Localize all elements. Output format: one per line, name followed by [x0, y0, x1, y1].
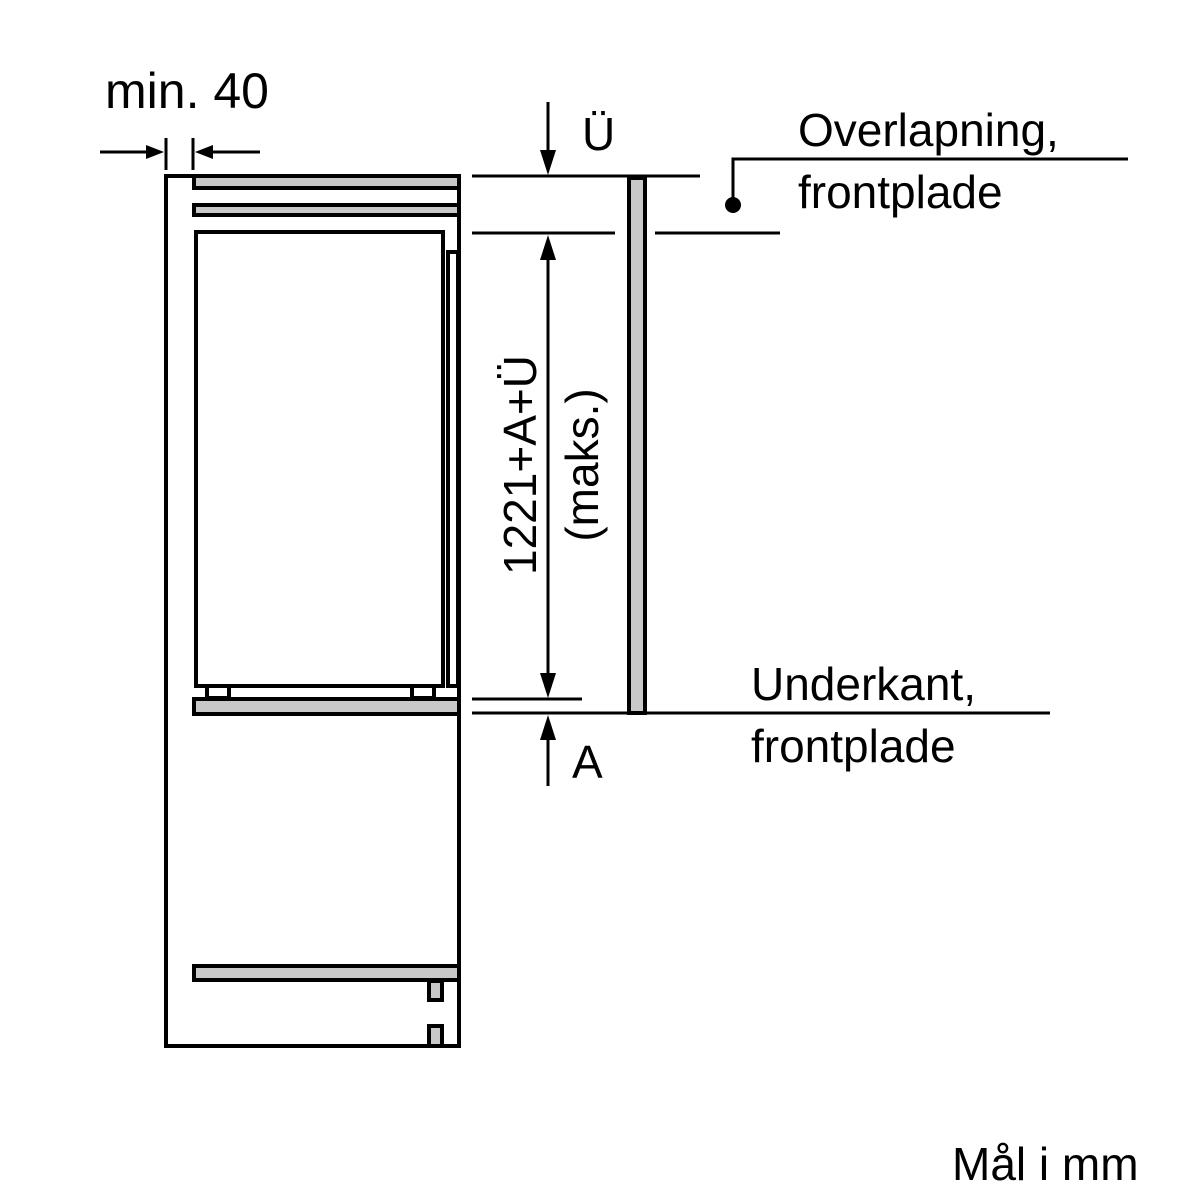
overlap-dimension: [472, 102, 780, 235]
height-qualifier-group: (maks.): [556, 388, 608, 541]
overlap-leader: [725, 157, 1128, 213]
bottom-edge-title: Underkant,: [751, 658, 976, 710]
leader-dot-icon: [725, 197, 741, 213]
front-panel: [627, 176, 647, 715]
units-note: Mål i mm: [952, 1138, 1139, 1190]
appliance-door-edge: [446, 250, 460, 688]
lower-shelf: [192, 964, 461, 982]
hinge-block-2: [427, 1024, 444, 1048]
arrow-down-icon: [540, 673, 556, 698]
arrow-right-icon: [146, 145, 164, 159]
overlap-symbol: Ü: [582, 108, 615, 160]
overlap-title: Overlapning,: [798, 104, 1059, 156]
overlap-subtitle: frontplade: [798, 166, 1003, 218]
appliance-body: [194, 230, 445, 688]
arrow-up-icon: [540, 715, 556, 740]
min-clearance-label: min. 40: [105, 63, 269, 119]
height-label-group: 1221+A+Ü: [494, 355, 546, 575]
height-formula: 1221+A+Ü: [494, 355, 546, 575]
foot-right: [410, 684, 436, 700]
a-dimension: [472, 711, 1050, 786]
top-panel-1: [192, 174, 461, 190]
arrow-left-icon: [195, 145, 213, 159]
bottom-edge-subtitle: frontplade: [751, 720, 956, 772]
a-symbol: A: [572, 736, 603, 788]
height-dimension: [472, 235, 582, 701]
arrow-up-icon: [540, 235, 556, 260]
middle-shelf: [192, 697, 461, 716]
hinge-block-1: [427, 979, 444, 1002]
min-clearance-dimension: [100, 138, 260, 170]
top-panel-2: [192, 203, 461, 217]
cabinet: [164, 174, 461, 1048]
foot-left: [205, 684, 231, 700]
arrow-down-icon: [540, 150, 556, 175]
height-qualifier: (maks.): [556, 388, 608, 541]
